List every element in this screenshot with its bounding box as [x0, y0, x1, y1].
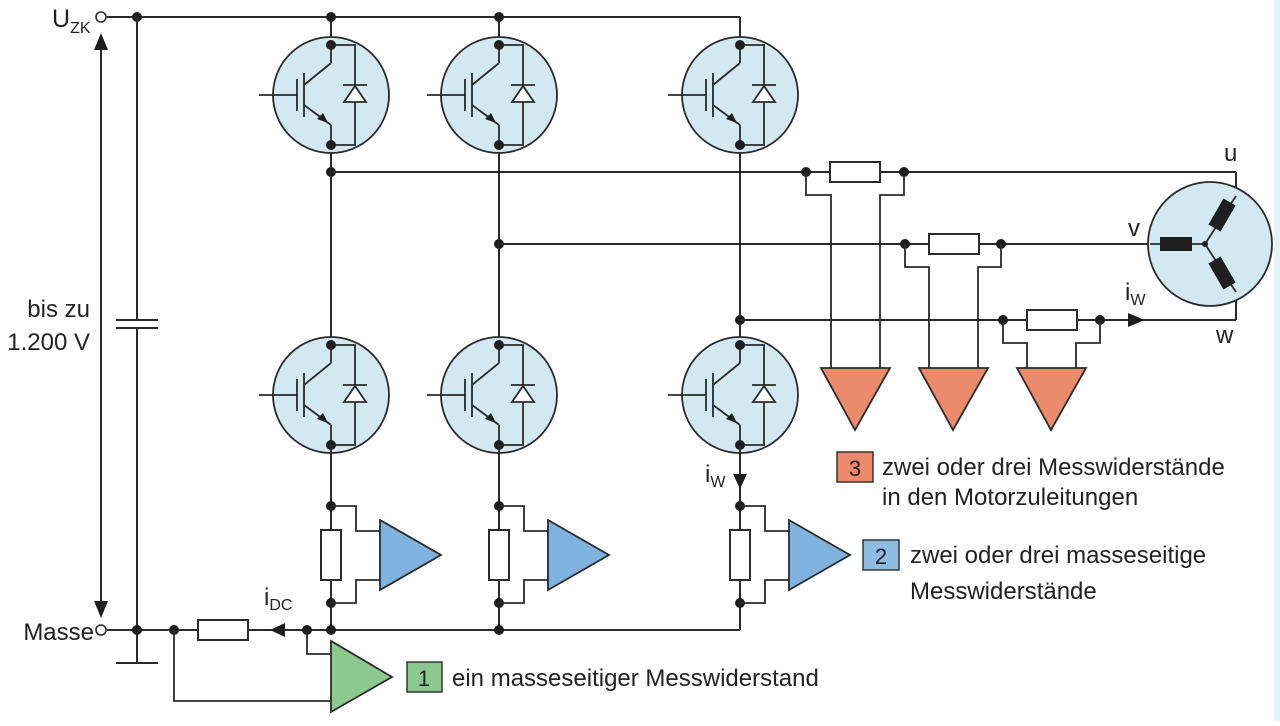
amplifier-low-side-v — [547, 518, 611, 592]
iw-down-arrow-icon — [733, 474, 747, 489]
shunt-motor-lead-u — [801, 161, 909, 368]
dc-bus-positive — [107, 12, 741, 45]
motor-lead-u — [331, 171, 1237, 196]
amplifier-motor-lead-v — [917, 367, 990, 432]
igbt-low-w — [667, 336, 799, 454]
motor-lead-w — [740, 292, 1237, 327]
motor — [1147, 181, 1273, 307]
iw-label-lowside: iW — [705, 461, 726, 491]
amplifier-low-side-u — [379, 518, 443, 592]
svg-text:Messwiderstände: Messwiderstände — [910, 578, 1097, 605]
amplifier-motor-lead-w — [1015, 367, 1088, 432]
svg-text:zwei oder drei Messwiderstände: zwei oder drei Messwiderstände — [882, 454, 1225, 481]
dc-bus-ground — [107, 619, 740, 714]
igbt-high-v — [426, 36, 558, 154]
dc-link-capacitor — [116, 17, 158, 664]
uzk-terminal — [95, 11, 107, 23]
low-side-shunt-u — [320, 445, 443, 630]
masse-label: Masse — [23, 619, 94, 646]
legend-item-1: 1 ein masseseitiger Messwiderstand — [406, 661, 819, 693]
phase-v-label: v — [1128, 215, 1140, 242]
uzk-label: UZK — [52, 5, 91, 37]
igbt-high-w — [667, 36, 799, 154]
idc-arrow-icon — [270, 623, 285, 637]
low-side-shunt-w — [729, 445, 852, 630]
badge-3 — [836, 451, 874, 483]
voltage-label-line2: 1.200 V — [7, 329, 90, 356]
badge-2 — [862, 539, 900, 571]
amplifier-low-side-w — [788, 518, 852, 592]
svg-text:zwei oder drei masseseitige: zwei oder drei masseseitige — [910, 542, 1206, 569]
voltage-label-line1: bis zu — [27, 296, 90, 323]
legend-item-3: 3 zwei oder drei Messwiderstände in den … — [836, 451, 1225, 511]
svg-text:2: 2 — [875, 544, 887, 569]
igbt-high-u — [258, 36, 390, 154]
iw-label-lead: iW — [1125, 279, 1146, 309]
low-side-shunt-v — [488, 445, 611, 630]
amplifier-motor-lead-u — [819, 367, 892, 432]
right-edge-band — [1274, 0, 1280, 721]
svg-text:in den Motorzuleitungen: in den Motorzuleitungen — [882, 484, 1138, 511]
svg-text:3: 3 — [849, 456, 861, 481]
shunt-motor-lead-v — [900, 233, 1006, 368]
shunt-motor-lead-w — [998, 309, 1105, 368]
phase-w-label: w — [1215, 322, 1234, 349]
badge-1 — [406, 661, 443, 693]
voltage-arrow — [94, 33, 108, 618]
legend-item-2: 2 zwei oder drei masseseitige Messwiders… — [862, 539, 1206, 605]
svg-text:ein masseseitiger Messwidersta: ein masseseitiger Messwiderstand — [452, 665, 819, 692]
phase-u-label: u — [1224, 140, 1237, 167]
svg-text:1: 1 — [418, 666, 430, 691]
idc-label: iDC — [264, 584, 292, 614]
masse-terminal — [95, 624, 107, 636]
igbt-low-v — [426, 336, 558, 454]
iw-arrow-icon — [1128, 313, 1145, 327]
amplifier-single-shunt — [330, 639, 394, 714]
single-shunt-resistor — [197, 619, 249, 641]
igbt-low-u — [258, 336, 390, 454]
